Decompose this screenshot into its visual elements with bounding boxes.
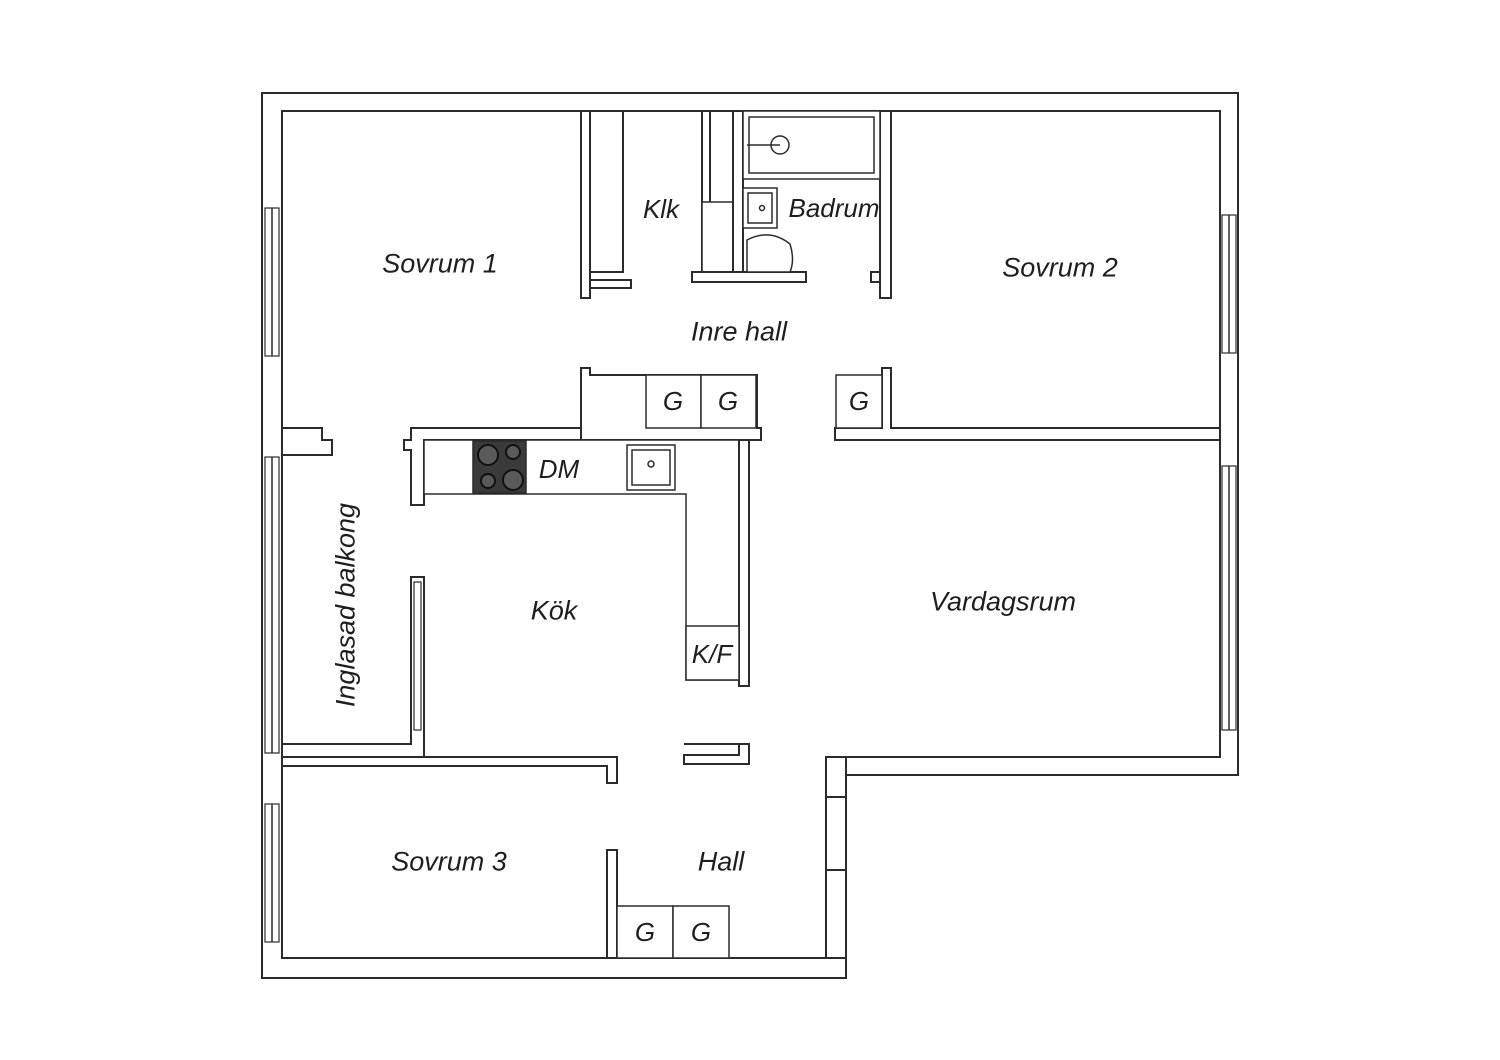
wall-sovrum2-bottom: [834, 367, 1221, 441]
label-inre-hall: Inre hall: [690, 316, 788, 347]
label-sovrum-1: Sovrum 1: [382, 248, 498, 279]
label-klk: Klk: [642, 194, 680, 224]
fridge-freezer: [685, 625, 740, 681]
klk-shelf: [701, 201, 734, 273]
wall-kitchen-west-top: [403, 427, 582, 506]
closet-label-g1: G: [662, 386, 684, 416]
burner-4: [502, 469, 524, 491]
label-kf: K/F: [691, 639, 733, 669]
wall-sovrum3-top: [281, 756, 618, 784]
bathroom-sink-bowl: [747, 192, 773, 224]
wall-vardagsrum-corner: [825, 756, 847, 798]
wall-hall-stub: [683, 743, 750, 765]
closet-g3: [835, 374, 883, 429]
wall-hall-east: [825, 869, 847, 959]
closet-g4: [616, 905, 674, 959]
balcony-glazing: [413, 581, 422, 731]
wall-sovrum1-right: [580, 110, 591, 299]
label-badrum: Badrum: [788, 193, 880, 223]
closet-label-g5: G: [690, 917, 712, 947]
closet-g5: [672, 905, 730, 959]
closet-label-g3: G: [848, 386, 870, 416]
wall-sovrum3-right: [606, 849, 618, 959]
label-hall: Hall: [697, 846, 745, 877]
closet-label-g4: G: [634, 917, 656, 947]
burner-3: [480, 473, 496, 489]
wall-klk-left: [589, 110, 624, 273]
closet-g2: [700, 374, 757, 429]
wall-klk-bottom: [691, 271, 807, 283]
wall-badrum-door: [870, 271, 881, 283]
burner-1: [477, 444, 499, 466]
kitchen-sink-bowl: [631, 449, 671, 486]
bathroom-sink-drain: [758, 204, 766, 212]
wall-badrum-right: [879, 110, 892, 299]
wall-sovrum1-door: [589, 279, 632, 289]
wall-badrum-left: [732, 110, 744, 273]
wall-kitchen-east: [738, 439, 750, 687]
label-dm: DM: [538, 454, 580, 484]
kitchen-sink-drain: [647, 460, 655, 468]
label-sovrum-2: Sovrum 2: [1002, 252, 1118, 283]
wall-balcony-stub: [281, 427, 333, 456]
label-inglasad-balkong: Inglasad balkong: [330, 502, 361, 708]
toilet: [746, 234, 794, 273]
closet-label-g2: G: [717, 386, 739, 416]
label-vardagsrum: Vardagsrum: [929, 586, 1077, 617]
label-sovrum-3: Sovrum 3: [391, 846, 507, 877]
label-kok: Kök: [530, 595, 578, 626]
burner-2: [505, 444, 521, 460]
